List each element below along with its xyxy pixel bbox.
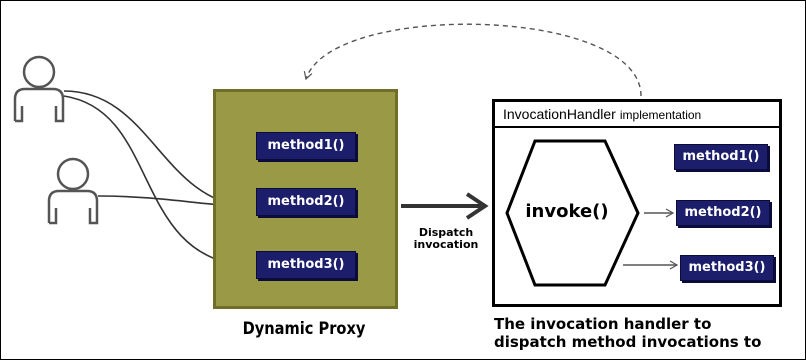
caption: The invocation handler to dispatch metho… (494, 315, 804, 351)
proxy-method2: method2() (256, 188, 356, 216)
caption-line1: The invocation handler to (494, 315, 712, 333)
handler-method1: method1() (674, 144, 768, 170)
user1-to-method3-connector (63, 95, 251, 272)
proxy-method3: method3() (256, 251, 356, 279)
handler-method3: method3() (680, 255, 774, 281)
dispatch-label: Dispatch invocation (406, 227, 486, 251)
user-icon (13, 55, 65, 123)
invoke-hexagon (505, 139, 640, 287)
user-icon (47, 157, 99, 225)
caption-line2: dispatch method invocations to (494, 333, 762, 351)
invocation-handler-name: InvocationHandler (503, 106, 616, 122)
handler-method2: method2() (676, 200, 770, 226)
invoke-label: invoke() (525, 201, 609, 222)
invocation-handler-subtitle: implementation (619, 108, 702, 122)
dispatch-arrow (401, 192, 489, 220)
dynamic-proxy-label: Dynamic Proxy (242, 319, 366, 339)
dispatch-label-line2: invocation (413, 238, 479, 251)
proxy-method1: method1() (256, 132, 356, 160)
dispatch-label-line1: Dispatch (418, 226, 474, 239)
return-dashed-arrow (303, 23, 642, 97)
